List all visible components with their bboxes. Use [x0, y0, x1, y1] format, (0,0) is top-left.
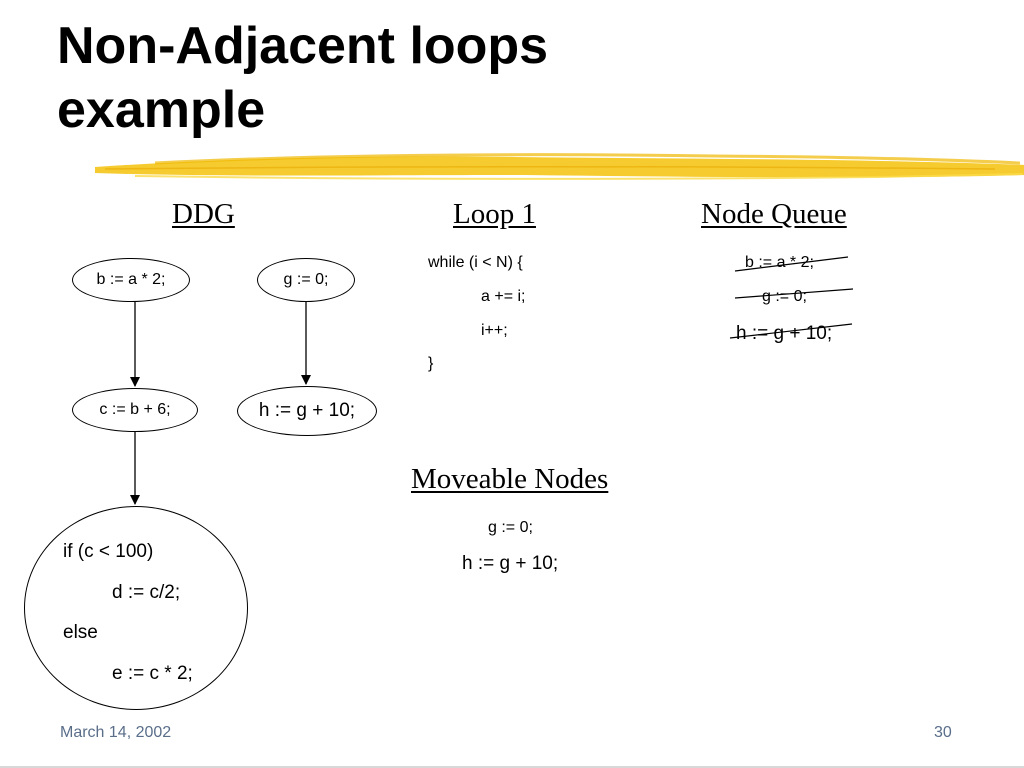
- queue-item-3: h := g + 10;: [736, 323, 833, 344]
- ddg-node-if: if (c < 100) d := c/2; else e := c * 2;: [24, 506, 248, 710]
- queue-item-1: b := a * 2;: [745, 254, 814, 271]
- ddg-node-c: c := b + 6;: [72, 388, 198, 432]
- ddg-node-h: h := g + 10;: [237, 386, 377, 436]
- ddg-node-b: b := a * 2;: [72, 258, 190, 302]
- if-line-4: e := c * 2;: [112, 663, 193, 684]
- ddg-node-h-label: h := g + 10;: [258, 400, 356, 421]
- loop-line-4: }: [428, 355, 434, 372]
- queue-item-2: g := 0;: [762, 288, 807, 305]
- moveable-nodes-header: Moveable Nodes: [411, 463, 609, 495]
- loop-line-3: i++;: [481, 322, 508, 339]
- loop-line-1: while (i < N) {: [428, 254, 523, 271]
- ddg-node-g-label: g := 0;: [283, 271, 329, 288]
- slide-title: Non-Adjacent loops example: [57, 14, 817, 142]
- slide-title-line-2: example: [57, 81, 266, 139]
- page-number: 30: [934, 724, 952, 741]
- loop-header: Loop 1: [453, 198, 536, 230]
- if-line-3: else: [63, 622, 98, 643]
- ddg-header: DDG: [172, 198, 235, 230]
- if-line-2: d := c/2;: [112, 582, 181, 603]
- ddg-node-b-label: b := a * 2;: [96, 271, 166, 288]
- slide-title-line-1: Non-Adjacent loops: [57, 17, 549, 75]
- title-brush-stroke: [95, 153, 1024, 180]
- ddg-node-g: g := 0;: [257, 258, 355, 302]
- if-line-1: if (c < 100): [63, 541, 154, 562]
- bottom-divider: [0, 766, 1024, 768]
- moveable-item-1: g := 0;: [488, 519, 533, 536]
- ddg-node-c-label: c := b + 6;: [99, 401, 171, 418]
- footer-date: March 14, 2002: [60, 724, 172, 741]
- loop-line-2: a += i;: [481, 288, 526, 305]
- moveable-item-2: h := g + 10;: [462, 553, 559, 574]
- node-queue-header: Node Queue: [701, 198, 847, 230]
